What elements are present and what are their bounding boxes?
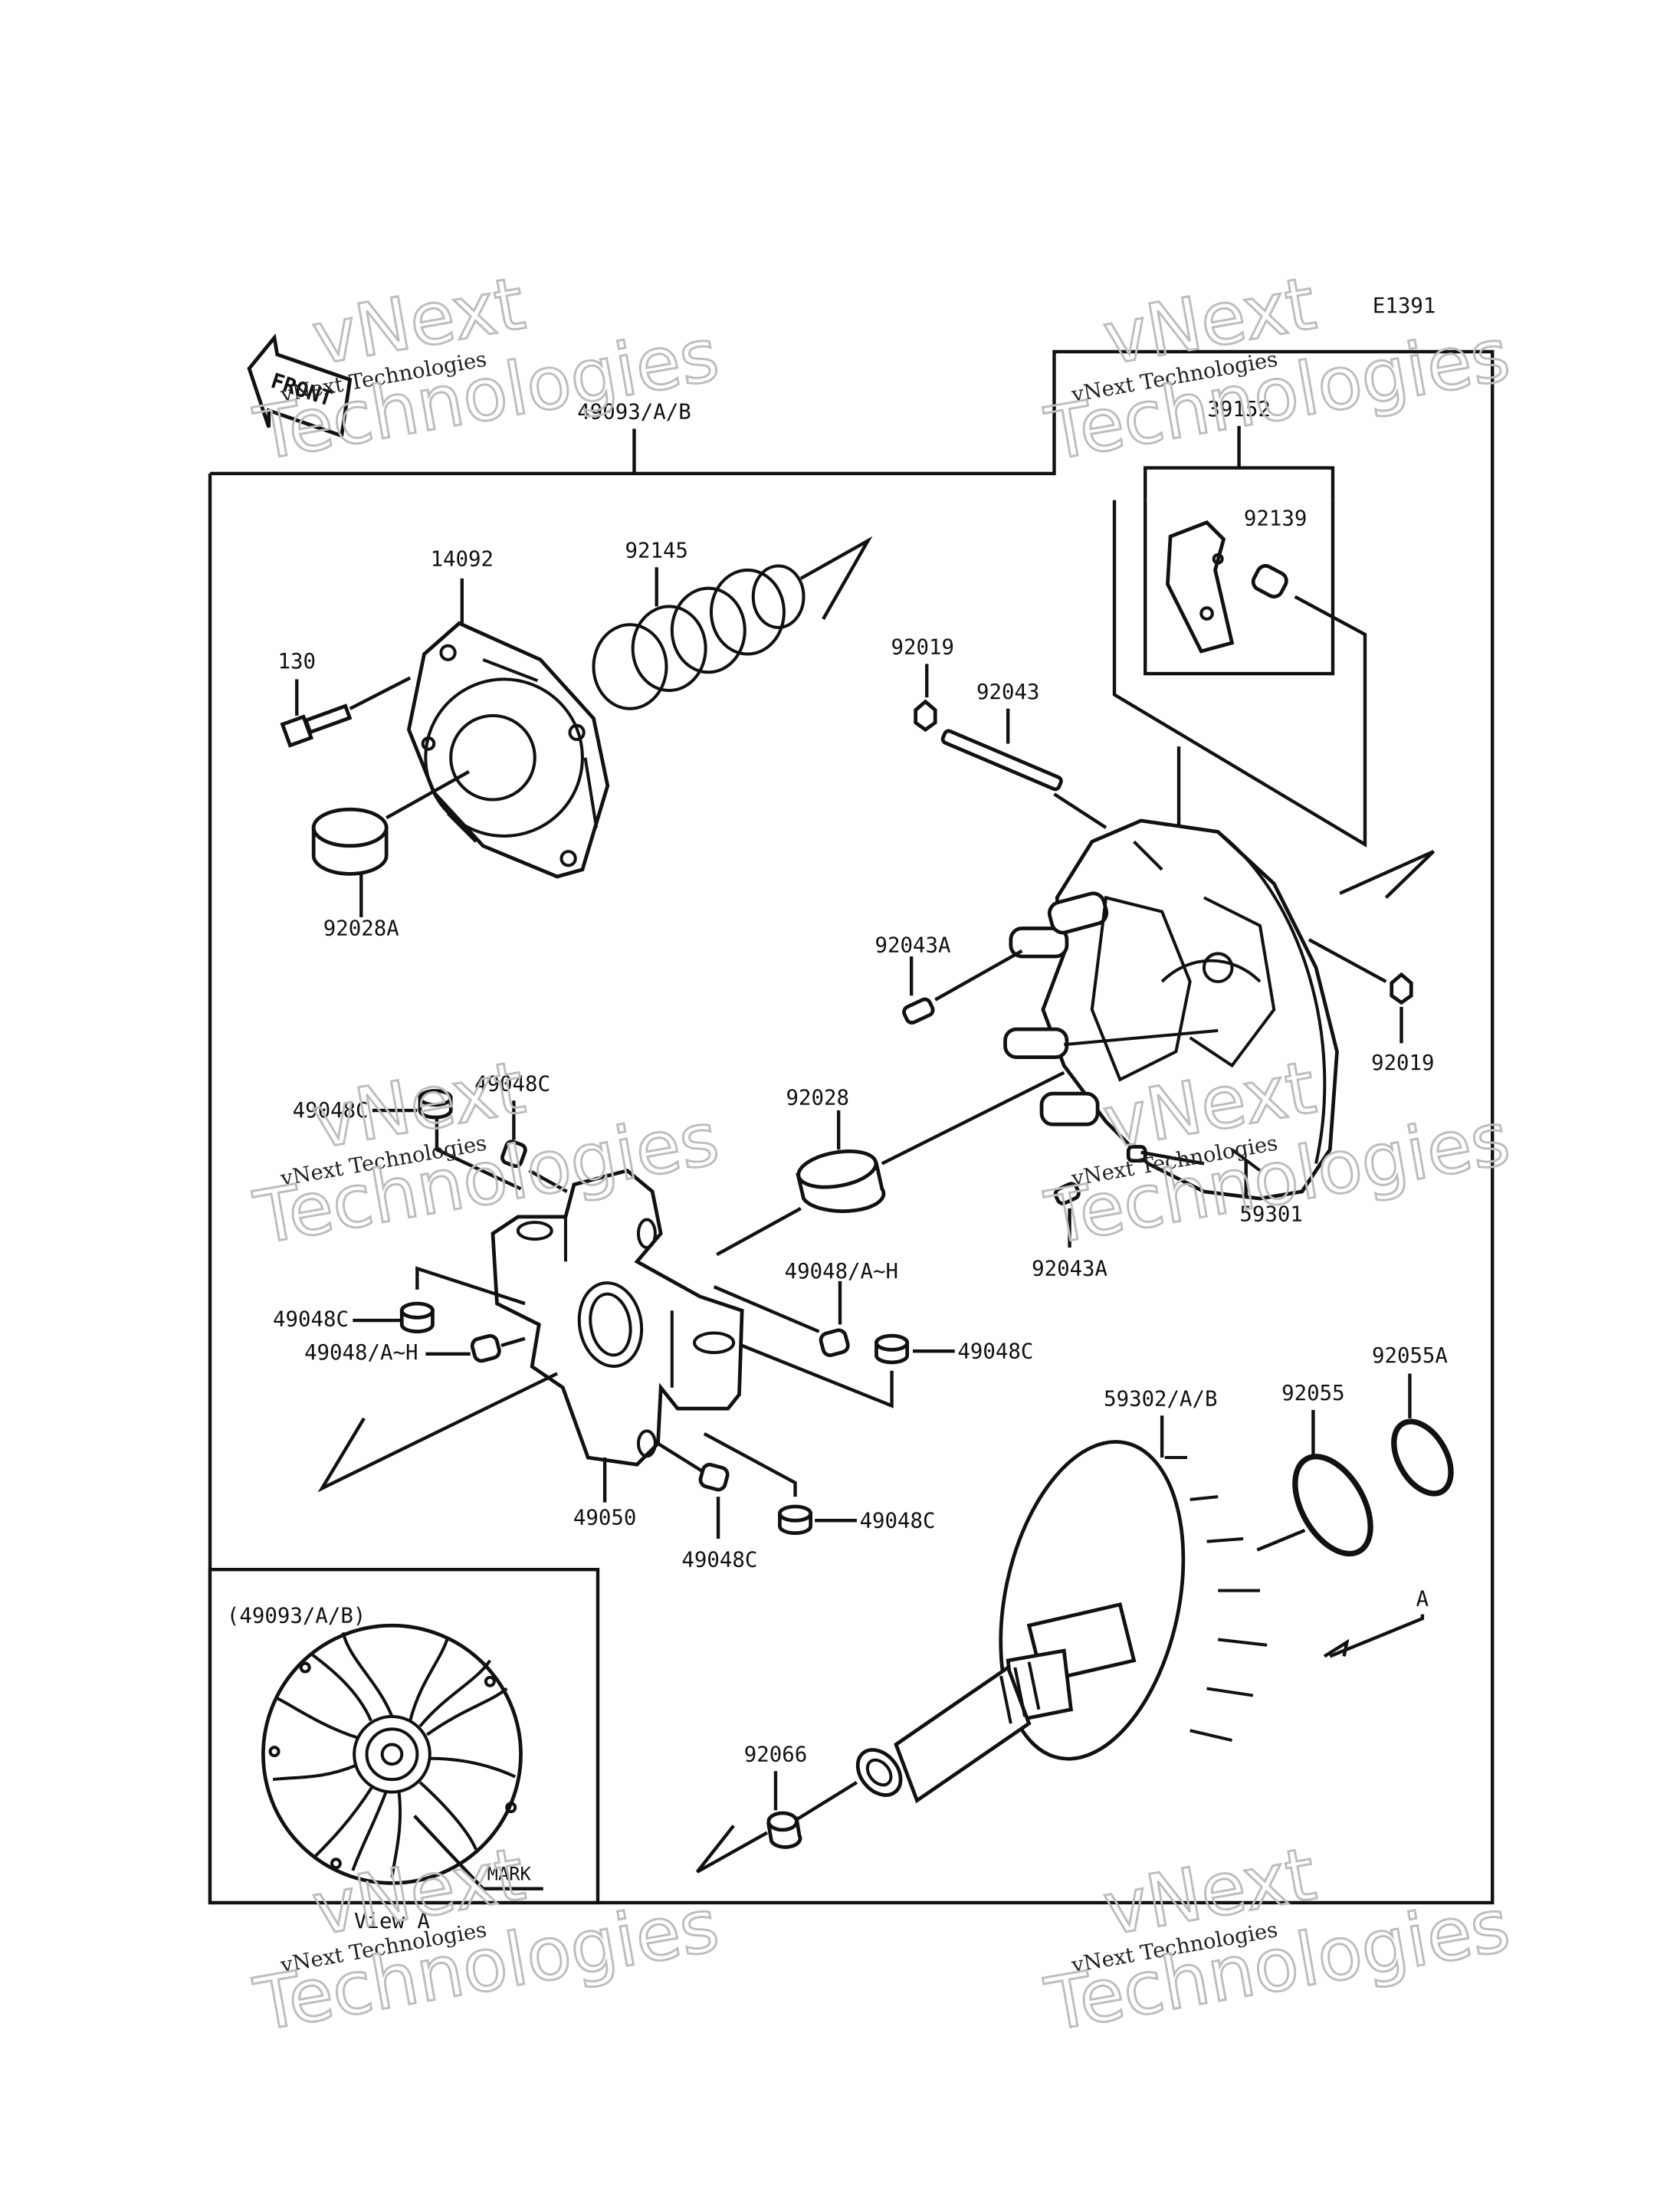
movable-sheave [1003,818,1339,1201]
spider-49050 [491,1168,744,1467]
nut-49048C-bottomright [778,1504,813,1536]
nut-92019-right [1390,972,1413,1005]
label-92019-top: 92019 [891,636,954,660]
front-arrow-icon: FRONT [247,333,353,438]
bushing-92028A [311,807,389,876]
nut-49048C-right [874,1333,910,1365]
pin-92139 [1251,564,1288,599]
label-49050: 49050 [573,1507,636,1530]
label-49048C-3: 49048C [273,1307,349,1331]
bushing-92028 [796,1149,886,1213]
diagram-code: E1391 [1373,294,1436,318]
o-ring-92055A [1391,1418,1454,1497]
label-49048C-4: 49048C [957,1340,1033,1363]
cover-14092 [406,621,610,879]
nut-49048C-top [418,1089,453,1120]
pin-92043A-bottom [1053,1182,1081,1205]
label-130: 130 [278,650,316,674]
watermark-top-left: vNext vNext Technologies Technologies [248,261,726,478]
inset-title: (49093/A/B) [227,1605,366,1628]
label-49048C-6: 49048C [860,1509,936,1533]
spring-92145 [592,564,806,710]
label-92028A: 92028A [323,917,399,941]
watermark-top-right: vNext vNext Technologies Technologies [1039,261,1517,478]
view-a-sheave-icon [261,1623,523,1885]
nut-92019-top [914,699,937,733]
view-a-label: View A [354,1910,430,1933]
label-49048C-1: 49048C [293,1099,369,1123]
label-92043A-bottom: 92043A [1032,1258,1107,1281]
part-labels: 49093/A/B 39152 92139 14092 92145 130 92… [227,398,1448,1933]
weight-39152 [1166,520,1235,654]
label-92066: 92066 [744,1743,807,1766]
label-49048C-5: 49048C [681,1549,757,1572]
pin-92043A-top [902,997,935,1025]
watermark-bottom-right: vNext vNext Technologies Technologies [1039,1831,1517,2049]
label-92019-right: 92019 [1371,1051,1434,1075]
washer-49048AH-left [470,1333,501,1363]
label-59301: 59301 [1239,1202,1302,1226]
washer-49048AH-right [819,1328,850,1357]
label-49093: 49093/A/B [577,401,691,425]
cap-92066 [766,1811,802,1849]
label-49048AH-2: 49048/A~H [304,1341,418,1365]
view-letter: A [1416,1588,1429,1612]
label-92043A-top: 92043A [875,934,951,958]
bolt-130 [280,703,353,748]
label-92043: 92043 [976,680,1039,704]
label-92028: 92028 [786,1087,849,1110]
label-14092: 14092 [431,547,494,571]
label-92055: 92055 [1281,1382,1344,1405]
label-59302: 59302/A/B [1104,1387,1217,1411]
washer-49048C-bottom [698,1462,730,1492]
o-ring-92055 [1292,1454,1373,1557]
label-39152: 39152 [1207,398,1270,421]
label-92055A: 92055A [1372,1344,1448,1368]
mark-label: MARK [487,1864,532,1885]
label-49048C-2: 49048C [474,1072,550,1096]
nut-49048C-left [399,1301,435,1333]
label-92145: 92145 [625,539,687,562]
washer-49048C-mid [500,1139,527,1169]
label-49048AH-1: 49048/A~H [785,1260,898,1284]
shaft-92043 [940,729,1063,792]
fixed-sheave-59302 [855,1440,1268,1804]
label-92139: 92139 [1244,507,1307,530]
